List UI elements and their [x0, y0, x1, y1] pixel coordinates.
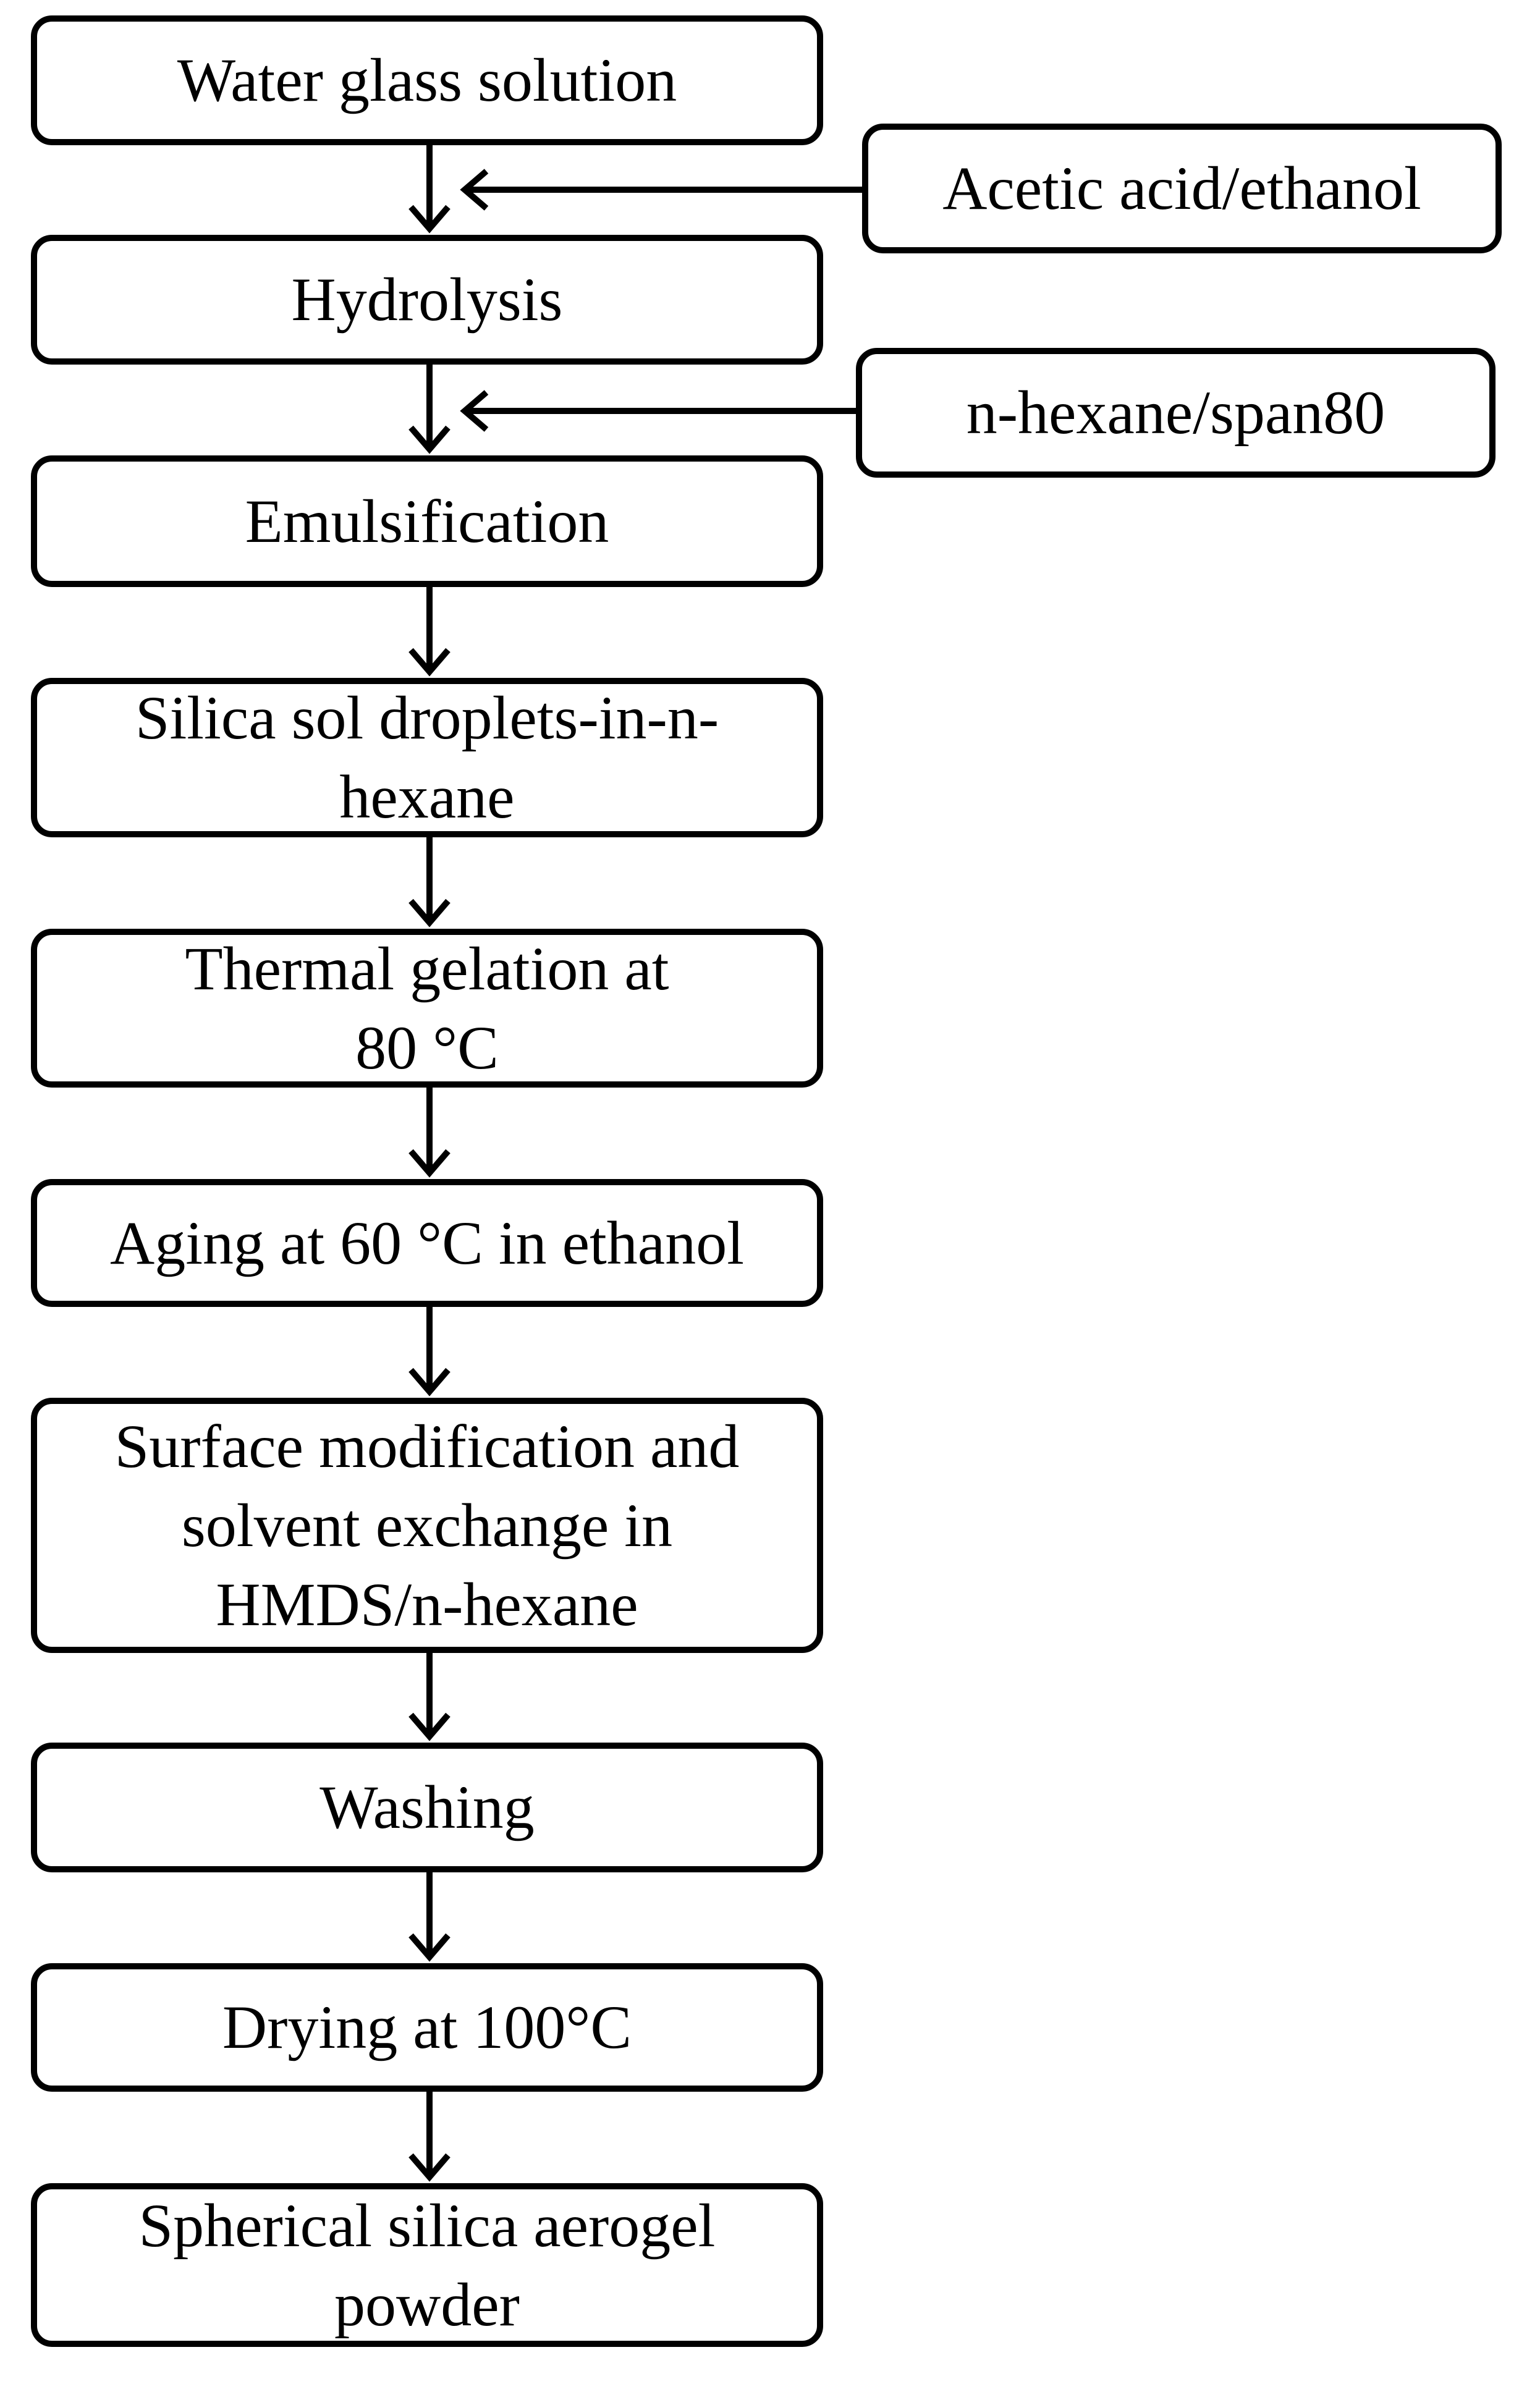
step-label: Thermal gelation at 80 °C — [185, 934, 669, 1082]
arrow-step1-to-step2 — [408, 142, 451, 234]
arrow-step4-to-step5 — [408, 834, 451, 928]
arrow-step2-to-step3 — [408, 361, 451, 454]
step-drying: Drying at 100°C — [31, 1963, 823, 2092]
step-label: Hydrolysis — [291, 265, 563, 334]
input-n-hexane-span80: n-hexane/span80 — [856, 348, 1496, 478]
step-thermal-gelation: Thermal gelation at 80 °C — [31, 929, 823, 1088]
input-label: Acetic acid/ethanol — [942, 154, 1421, 222]
step-label: Spherical silica aerogel powder — [138, 2191, 716, 2339]
step-washing: Washing — [31, 1743, 823, 1872]
step-hydrolysis: Hydrolysis — [31, 235, 823, 365]
step-water-glass-solution: Water glass solution — [31, 15, 823, 145]
step-surface-modification: Surface modification and solvent exchang… — [31, 1398, 823, 1653]
step-label: Emulsification — [245, 486, 609, 556]
arrow-step6-to-step7 — [408, 1304, 451, 1397]
arrow-step3-to-step4 — [408, 584, 451, 677]
step-aging: Aging at 60 °C in ethanol — [31, 1179, 823, 1307]
arrow-step8-to-step9 — [408, 1869, 451, 1962]
step-silica-sol-droplets: Silica sol droplets-in-n- hexane — [31, 678, 823, 837]
input-acetic-acid-ethanol: Acetic acid/ethanol — [862, 124, 1502, 253]
step-label: Washing — [319, 1773, 535, 1841]
arrow-step5-to-step6 — [408, 1084, 451, 1178]
step-label: Drying at 100°C — [222, 1993, 632, 2061]
step-label: Surface modification and solvent exchang… — [114, 1411, 740, 1639]
step-spherical-silica-aerogel-powder: Spherical silica aerogel powder — [31, 2183, 823, 2347]
step-label: Aging at 60 °C in ethanol — [110, 1208, 744, 1277]
step-label: Silica sol droplets-in-n- hexane — [135, 683, 719, 831]
input-label: n-hexane/span80 — [966, 378, 1386, 447]
arrow-step7-to-step8 — [408, 1650, 451, 1741]
arrow-input1-to-main — [460, 169, 862, 211]
arrow-step9-to-step10 — [408, 2089, 451, 2182]
step-label: Water glass solution — [177, 46, 677, 114]
step-emulsification: Emulsification — [31, 455, 823, 587]
arrow-input2-to-main — [460, 390, 856, 432]
